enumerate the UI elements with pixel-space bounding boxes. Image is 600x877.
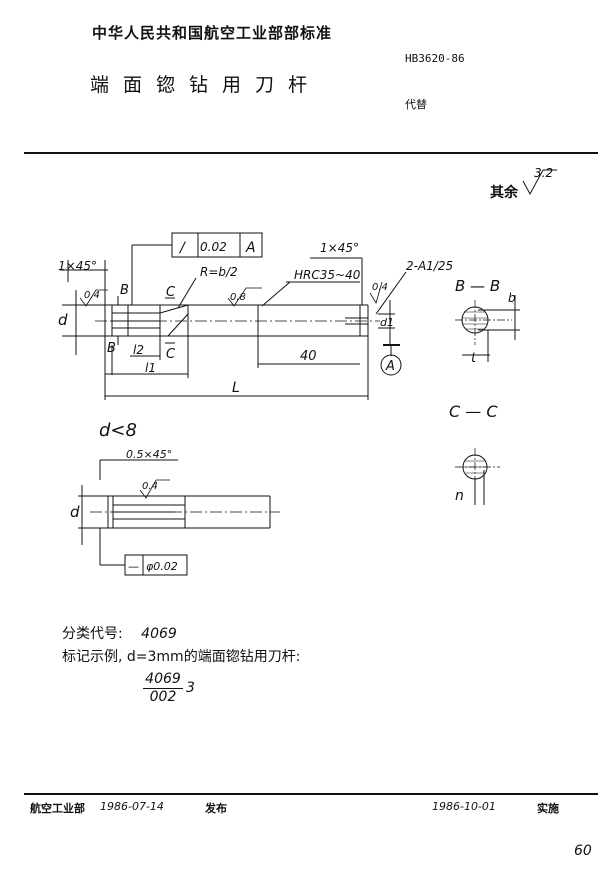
footer-org: 航空工业部 [30, 802, 85, 815]
technical-drawing: 1×45° 0.02 / A B C B C R=b/2 0.4 0.8 1×4… [58, 232, 520, 576]
chamfer-right-label: 1×45° [320, 241, 359, 255]
datum-a-label: A [385, 359, 395, 374]
classification-label: 分类代号: [62, 626, 123, 642]
footer-impl-label: 实施 [537, 802, 559, 815]
roughness-04-left: 0.4 [84, 290, 100, 301]
label-b-top: B [120, 283, 129, 298]
hardness-label: HRC35~40 [294, 268, 361, 282]
classification-line: 分类代号: 4069 [62, 623, 177, 643]
dim-n-label: n [455, 488, 464, 504]
standard-title: 中华人民共和国航空工业部部标准 [92, 24, 333, 42]
dim-b-label: b [508, 291, 516, 305]
roughness-08: 0.8 [230, 292, 246, 303]
roughness-04-small: 0.4 [142, 481, 158, 492]
label-c-bottom: C [166, 347, 176, 362]
tolerance-top-symbol: / [178, 240, 186, 256]
chamfer-small-label: 0.5×45° [126, 448, 172, 461]
page-number: 60 [574, 843, 592, 859]
label-c-top: C [166, 285, 176, 300]
dim-d-label: d [58, 311, 68, 329]
footer-rule [24, 793, 598, 795]
footer-issue-label: 发布 [205, 802, 227, 815]
standard-number: HB3620-86 [405, 52, 465, 65]
footer-impl-date: 1986-10-01 [432, 800, 496, 813]
small-d-condition: d<8 [99, 420, 137, 441]
dim-d-small-label: d [70, 503, 80, 521]
tolerance-bottom-value: φ0.02 [146, 560, 178, 573]
dim-t-label: t [471, 351, 477, 366]
tolerance-top-datum: A [245, 240, 256, 256]
radius-label: R=b/2 [200, 265, 238, 279]
fraction-suffix: 3 [186, 680, 195, 696]
dim-L-label: L [232, 380, 240, 396]
dim-40-label: 40 [300, 349, 317, 364]
dim-l2-label: l2 [133, 343, 144, 357]
document-name: 端面锪钻用刀杆 [90, 74, 322, 96]
fraction-numerator: 4069 [143, 671, 183, 689]
footer-issue-date: 1986-07-14 [100, 800, 164, 813]
section-bb-label: B — B [455, 277, 501, 295]
fraction-denominator: 002 [149, 689, 177, 705]
section-cc-label: C — C [449, 402, 498, 421]
header-rule [24, 152, 598, 154]
label-b-bottom: B [107, 341, 116, 356]
dim-d1-label: d1 [380, 316, 394, 329]
tolerance-top-value: 0.02 [200, 240, 227, 254]
classification-value: 4069 [141, 626, 177, 642]
roughness-04-right: 0.4 [372, 282, 388, 293]
center-hole-label: 2-A1/25 [406, 259, 453, 273]
replaces-label: 代替 [405, 98, 427, 111]
roughness-rest-symbol [522, 169, 557, 196]
tolerance-bottom-symbol: — [128, 560, 139, 573]
marking-example: 标记示例, d=3mm的端面锪钻用刀杆: [62, 649, 301, 665]
dim-l1-label: l1 [145, 361, 156, 375]
marking-fraction: 4069 002 [143, 671, 183, 705]
chamfer-left-label: 1×45° [58, 259, 97, 273]
roughness-rest-label: 其余 [490, 185, 518, 201]
